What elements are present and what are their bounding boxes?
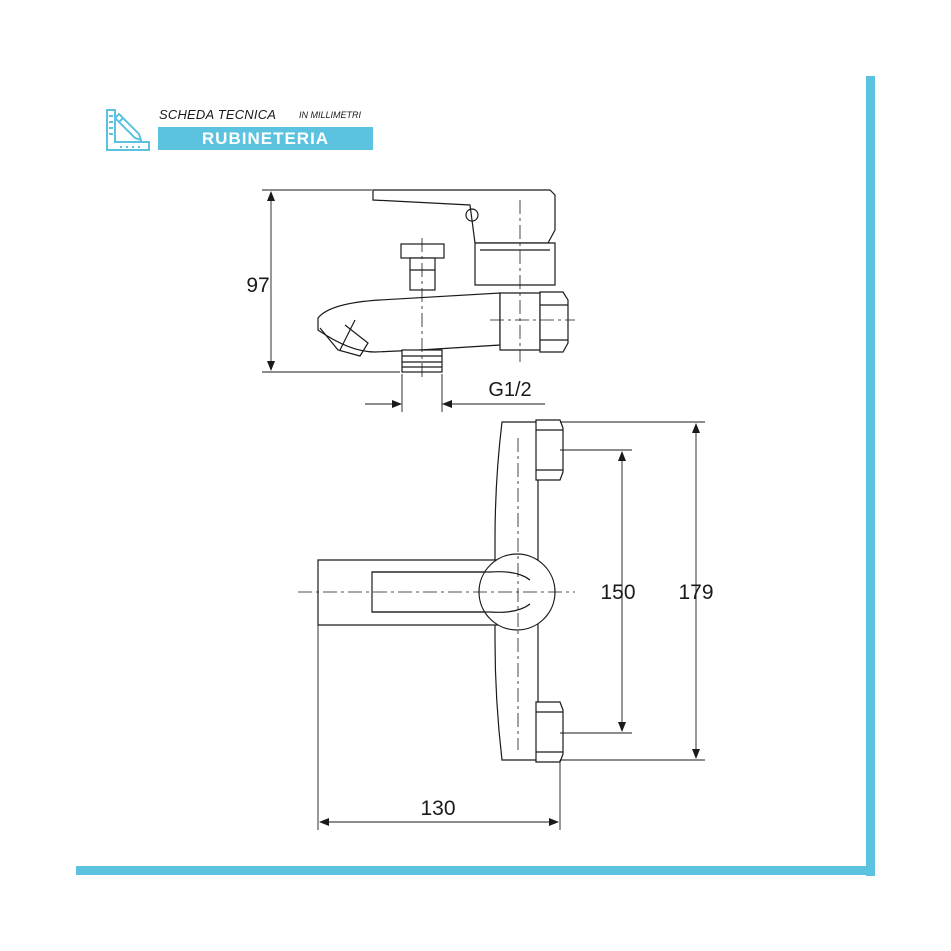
drafting-pencil-ruler-icon xyxy=(106,109,150,151)
dim-overall-width-label: 179 xyxy=(678,581,713,604)
unit-label: IN MILLIMETRI xyxy=(299,110,362,120)
dim-height-label: 97 xyxy=(246,274,269,297)
frame-right-border xyxy=(866,76,875,876)
dim-thread-label: G1/2 xyxy=(488,379,531,401)
dim-thread xyxy=(365,374,545,412)
dim-depth xyxy=(317,625,561,830)
side-view xyxy=(317,189,575,380)
dim-centers-label: 150 xyxy=(600,581,635,604)
dim-overall-width xyxy=(560,421,705,761)
dim-centers xyxy=(560,449,632,734)
dim-depth-label: 130 xyxy=(420,797,455,820)
dim-height xyxy=(262,189,400,373)
category-band: RUBINETERIA xyxy=(158,127,373,150)
sheet-title: SCHEDA TECNICA xyxy=(159,107,277,122)
top-view xyxy=(298,419,575,763)
frame-bottom-border xyxy=(76,866,875,875)
category-label: RUBINETERIA xyxy=(201,128,330,148)
